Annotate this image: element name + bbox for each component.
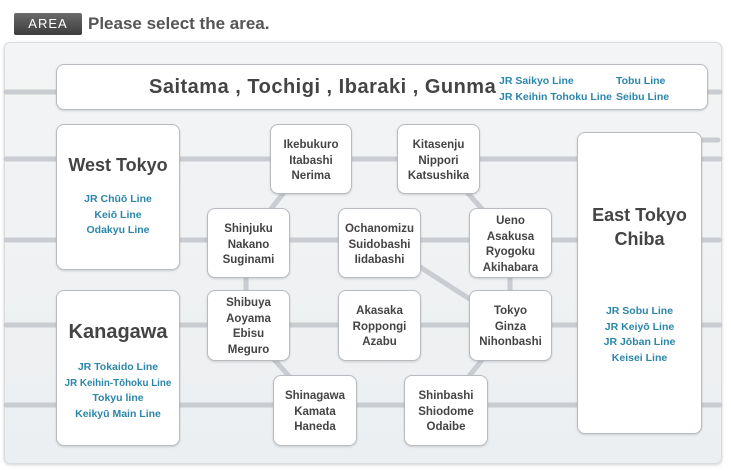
area-name: Shinbashi bbox=[418, 390, 474, 402]
area-name: Suidobashi bbox=[348, 238, 411, 251]
area-name: Iidabashi bbox=[354, 254, 405, 266]
kanagawa-title: Kanagawa bbox=[68, 321, 168, 343]
area-name: Itabashi bbox=[289, 154, 333, 167]
region-kanagawa[interactable]: Kanagawa JR Tokaido Line JR Keihin-Tōhok… bbox=[56, 290, 180, 446]
area-name: Shinjuku bbox=[224, 223, 273, 235]
area-tokyo[interactable]: Tokyo Ginza Nihonbashi bbox=[469, 290, 552, 361]
area-name: Nakano bbox=[227, 238, 270, 251]
area-name: Ginza bbox=[494, 320, 527, 333]
area-name: Katsushika bbox=[407, 170, 470, 182]
area-name: Suginami bbox=[222, 254, 275, 266]
area-name: Asakusa bbox=[486, 230, 535, 243]
west-lines: JR Chūō Line Keiō Line Odakyu Line bbox=[57, 192, 179, 239]
area-ochanomizu[interactable]: Ochanomizu Suidobashi Iidabashi bbox=[338, 208, 421, 278]
page-title: Please select the area. bbox=[88, 14, 270, 33]
area-name: Azabu bbox=[362, 336, 397, 348]
area-name: Ochanomizu bbox=[344, 223, 414, 235]
area-akasaka[interactable]: Akasaka Roppongi Azabu bbox=[338, 290, 421, 361]
area-name: Haneda bbox=[294, 421, 336, 433]
line-link[interactable]: Seibu Line bbox=[616, 90, 670, 103]
line-link[interactable]: Tobu Line bbox=[616, 75, 666, 87]
area-name: Roppongi bbox=[352, 320, 407, 333]
area-name: Nerima bbox=[291, 170, 331, 182]
area-kitasenju[interactable]: Kitasenju Nippori Katsushika bbox=[397, 124, 480, 194]
line-link[interactable]: Tokyu line bbox=[92, 392, 144, 404]
line-link[interactable]: Odakyu Line bbox=[86, 224, 150, 236]
line-link[interactable]: JR Saikyo Line bbox=[499, 75, 574, 87]
west-tokyo-title: West Tokyo bbox=[68, 155, 168, 175]
line-link[interactable]: Keiō Line bbox=[94, 208, 142, 221]
line-link[interactable]: Keikyū Main Line bbox=[75, 407, 161, 420]
line-link[interactable]: JR Keihin-Tōhoku Line bbox=[64, 377, 172, 389]
line-link[interactable]: JR Sobu Line bbox=[605, 305, 674, 317]
area-name: Shinagawa bbox=[284, 390, 346, 402]
area-name: Ikebukuro bbox=[283, 139, 339, 151]
area-tag: AREA bbox=[14, 13, 82, 35]
area-name: Odaibe bbox=[426, 421, 466, 433]
area-ueno[interactable]: Ueno Asakusa Ryogoku Akihabara bbox=[469, 208, 552, 278]
kanagawa-lines: JR Tokaido Line JR Keihin-Tōhoku Line To… bbox=[57, 360, 179, 422]
line-link[interactable]: Keisei Line bbox=[611, 351, 668, 364]
line-link[interactable]: JR Jōban Line bbox=[603, 336, 676, 348]
region-east-tokyo-chiba[interactable]: East Tokyo Chiba JR Sobu Line JR Keiyō L… bbox=[577, 132, 702, 434]
line-link[interactable]: JR Chūō Line bbox=[84, 193, 152, 205]
area-ikebukuro[interactable]: Ikebukuro Itabashi Nerima bbox=[270, 124, 352, 194]
region-west-tokyo[interactable]: West Tokyo JR Chūō Line Keiō Line Odakyu… bbox=[56, 124, 180, 270]
area-name: Kitasenju bbox=[412, 139, 465, 151]
region-north[interactable]: Saitama , Tochigi , Ibaraki , Gunma JR S… bbox=[56, 64, 708, 110]
area-name: Tokyo bbox=[493, 305, 527, 317]
area-name: Aoyama bbox=[226, 312, 271, 325]
area-shibuya[interactable]: Shibuya Aoyama Ebisu Meguro bbox=[207, 290, 290, 361]
area-name: Ryogoku bbox=[485, 246, 536, 258]
line-link[interactable]: JR Keihin Tohoku Line bbox=[499, 90, 612, 103]
area-shinjuku[interactable]: Shinjuku Nakano Suginami bbox=[207, 208, 290, 278]
area-name: Kamata bbox=[294, 405, 336, 418]
area-name: Ebisu bbox=[232, 328, 265, 340]
east-lines: JR Sobu Line JR Keiyō Line JR Jōban Line… bbox=[578, 304, 701, 366]
area-shinagawa[interactable]: Shinagawa Kamata Haneda bbox=[273, 375, 357, 446]
area-name: Nippori bbox=[418, 154, 459, 167]
north-lines-b: Tobu Line Seibu Line bbox=[616, 74, 669, 105]
area-shinbashi[interactable]: Shinbashi Shiodome Odaibe bbox=[404, 375, 488, 446]
area-name: Akasaka bbox=[356, 305, 403, 317]
area-name: Meguro bbox=[227, 343, 270, 356]
north-title: Saitama , Tochigi , Ibaraki , Gunma bbox=[149, 76, 497, 98]
area-name: Nihonbashi bbox=[479, 336, 542, 348]
area-name: Shibuya bbox=[226, 297, 271, 309]
east-tokyo-title: East Tokyo bbox=[592, 205, 687, 225]
line-link[interactable]: JR Keiyō Line bbox=[604, 320, 675, 333]
area-name: Akihabara bbox=[482, 261, 539, 274]
area-name: Ueno bbox=[496, 215, 525, 227]
line-link[interactable]: JR Tokaido Line bbox=[77, 361, 159, 373]
chiba-title: Chiba bbox=[614, 229, 665, 249]
north-lines-a: JR Saikyo Line JR Keihin Tohoku Line bbox=[499, 74, 612, 105]
area-name: Shiodome bbox=[418, 405, 474, 418]
